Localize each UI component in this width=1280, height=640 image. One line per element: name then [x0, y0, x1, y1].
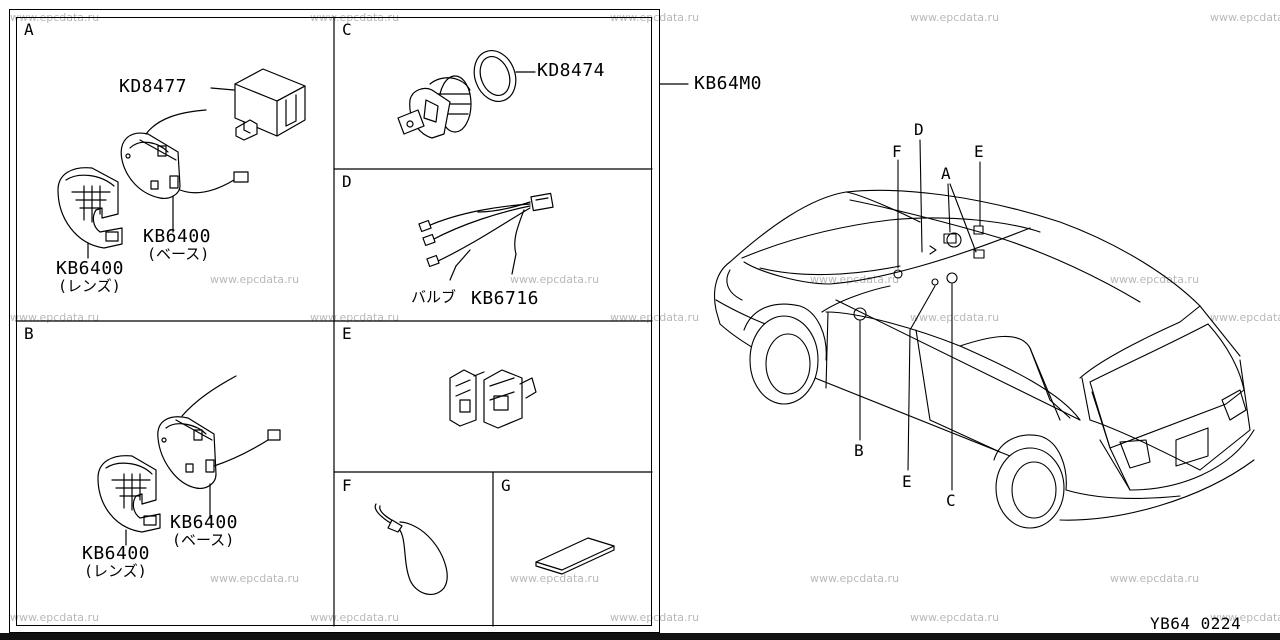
part-number-kb6716: KB6716 — [471, 288, 540, 309]
watermark: www.epcdata.ru — [1110, 273, 1200, 286]
part-note-bulb: バルブ — [411, 288, 457, 306]
section-e-label: E — [342, 324, 352, 343]
watermark: www.epcdata.ru — [210, 572, 300, 585]
gasket-kd8474-drawing — [473, 50, 536, 102]
lens-b-drawing — [97, 455, 161, 546]
watermark: www.epcdata.ru — [610, 611, 700, 624]
grid-lines — [15, 16, 689, 627]
watermark: www.epcdata.ru — [10, 611, 100, 624]
pad-drawing — [535, 537, 615, 575]
section-f-label: F — [342, 476, 352, 495]
watermark: www.epcdata.ru — [210, 273, 300, 286]
parts-frame — [9, 9, 660, 633]
watermark: www.epcdata.ru — [1110, 572, 1200, 585]
footer-bar — [0, 633, 1280, 640]
section-g-drawing — [535, 537, 615, 575]
section-c-drawing — [397, 50, 536, 139]
section-g-label: G — [501, 476, 511, 495]
wire-harness-drawing — [418, 192, 554, 281]
section-b-drawing — [97, 375, 281, 546]
part-note-lens-a: (レンズ) — [58, 277, 121, 295]
vehicle-callout-a: A — [941, 164, 951, 183]
base-b-drawing — [157, 375, 281, 519]
vehicle-callout-c: C — [946, 491, 956, 510]
section-e-drawing — [449, 369, 537, 429]
vehicle-drawing — [713, 139, 1255, 529]
watermark: www.epcdata.ru — [1210, 611, 1280, 624]
vehicle-callout-e-bottom: E — [902, 472, 912, 491]
part-note-lens-b: (レンズ) — [84, 562, 147, 580]
section-a-label: A — [24, 20, 34, 39]
vehicle-callout-e-top: E — [974, 142, 984, 161]
cable-tie-drawing — [374, 503, 448, 596]
watermark: www.epcdata.ru — [510, 273, 600, 286]
section-d-label: D — [342, 172, 352, 191]
vehicle-callout-f: F — [892, 142, 902, 161]
watermark: www.epcdata.ru — [310, 611, 400, 624]
part-number-kd8474: KD8474 — [537, 60, 606, 81]
assembly-code: KB64M0 — [694, 73, 763, 94]
part-note-base-a: (ベース) — [147, 245, 210, 263]
part-number-kd8477: KD8477 — [119, 76, 188, 97]
watermark: www.epcdata.ru — [810, 273, 900, 286]
part-number-lens-b: KB6400 — [82, 543, 151, 564]
section-f-drawing — [374, 503, 448, 596]
watermark: www.epcdata.ru — [510, 572, 600, 585]
watermark: www.epcdata.ru — [610, 11, 700, 24]
socket-drawing — [397, 75, 472, 139]
part-note-base-b: (ベース) — [172, 531, 235, 549]
vehicle-callout-b: B — [854, 441, 864, 460]
watermark: www.epcdata.ru — [910, 311, 1000, 324]
part-number-base-a: KB6400 — [143, 226, 212, 247]
watermark: www.epcdata.ru — [910, 11, 1000, 24]
section-d-drawing — [418, 192, 554, 281]
base-a-drawing — [120, 109, 249, 233]
watermark: www.epcdata.ru — [1210, 311, 1280, 324]
diagram-code: YB64 0224 — [1150, 614, 1242, 633]
switch-e-drawing — [449, 369, 537, 429]
relay-kd8477-drawing — [210, 68, 306, 141]
section-c-label: C — [342, 20, 352, 39]
section-a-drawing — [57, 68, 306, 259]
watermark: www.epcdata.ru — [810, 572, 900, 585]
part-number-lens-a: KB6400 — [56, 258, 125, 279]
watermark: www.epcdata.ru — [1210, 11, 1280, 24]
lens-a-drawing — [57, 167, 123, 259]
section-b-label: B — [24, 324, 34, 343]
part-number-base-b: KB6400 — [170, 512, 239, 533]
vehicle-callout-d: D — [914, 120, 924, 139]
watermark: www.epcdata.ru — [910, 611, 1000, 624]
